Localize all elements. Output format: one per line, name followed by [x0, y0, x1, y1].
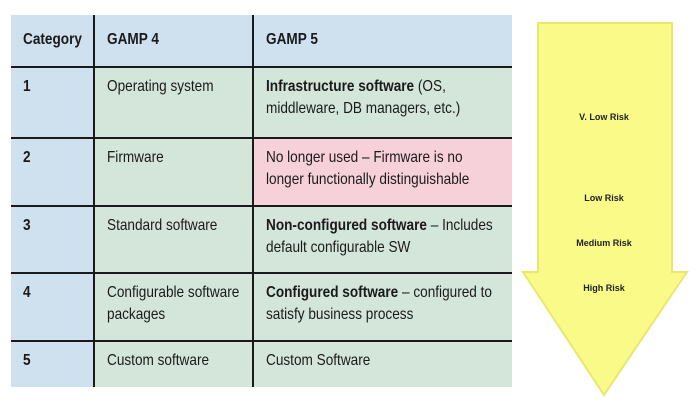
gamp4-cell: Configurable software packages — [95, 274, 254, 340]
header-category: Category — [11, 15, 95, 66]
gamp4-cell: Custom software — [95, 342, 254, 387]
risk-label-medium: Medium Risk — [576, 238, 632, 248]
category-cell: 1 — [11, 68, 95, 137]
table-header-row: Category GAMP 4 GAMP 5 — [11, 15, 512, 66]
gamp5-cell: No longer used – Firmware is no longer f… — [254, 139, 512, 205]
risk-label-low: Low Risk — [584, 193, 624, 203]
table-row: 5 Custom software Custom Software — [11, 340, 512, 387]
risk-arrow-shape — [521, 22, 689, 397]
table-row: 2 Firmware No longer used – Firmware is … — [11, 137, 512, 205]
gamp5-cell: Infrastructure software (OS, middleware,… — [254, 68, 512, 137]
gamp4-cell: Firmware — [95, 139, 254, 205]
gamp-category-table: Category GAMP 4 GAMP 5 1 Operating syste… — [11, 15, 512, 387]
header-gamp4: GAMP 4 — [95, 15, 254, 66]
gamp5-cell: Non-configured software – Includes defau… — [254, 207, 512, 272]
header-gamp5: GAMP 5 — [254, 15, 512, 66]
table-row: 1 Operating system Infrastructure softwa… — [11, 66, 512, 137]
table-row: 4 Configurable software packages Configu… — [11, 272, 512, 340]
table-row: 3 Standard software Non-configured softw… — [11, 205, 512, 272]
category-cell: 2 — [11, 139, 95, 205]
gamp4-cell: Standard software — [95, 207, 254, 272]
category-cell: 4 — [11, 274, 95, 340]
risk-label-very-low: V. Low Risk — [579, 112, 629, 122]
gamp5-cell: Custom Software — [254, 342, 512, 387]
gamp5-cell: Configured software – configured to sati… — [254, 274, 512, 340]
category-cell: 3 — [11, 207, 95, 272]
category-cell: 5 — [11, 342, 95, 387]
risk-label-high: High Risk — [583, 283, 625, 293]
gamp4-cell: Operating system — [95, 68, 254, 137]
